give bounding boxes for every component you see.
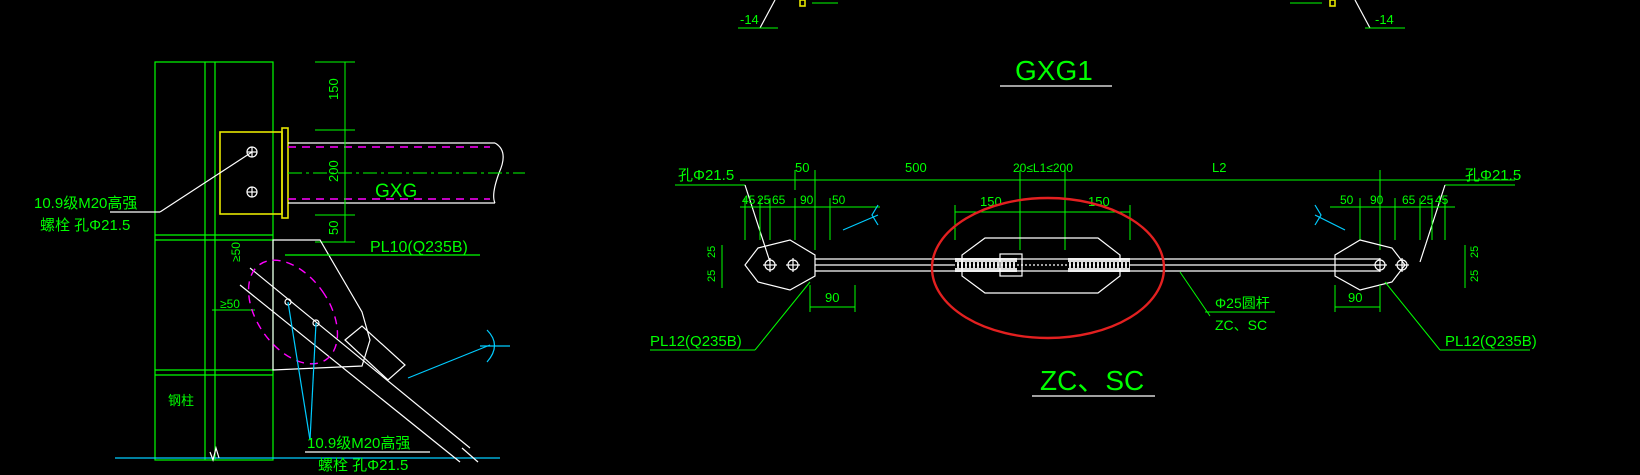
rod-label-line2: ZC、SC <box>1215 317 1267 333</box>
column-connection-detail: GXG 150 200 50 10.9级M20高强 螺栓 孔Φ21.5 PL10… <box>34 61 525 474</box>
dim-50-top: 50 <box>795 160 809 175</box>
dim-65-left: 65 <box>772 193 786 207</box>
dim-25-side-right-a: 25 <box>1469 246 1481 258</box>
dim-90-left: 90 <box>800 193 814 207</box>
dim-l1-range: 20≤L1≤200 <box>1013 161 1073 175</box>
bolt-note-top-line1: 10.9级M20高强 <box>34 195 137 212</box>
dim-45-left: 45 <box>742 193 756 207</box>
dim-25-left: 25 <box>757 193 771 207</box>
plate-label-left: PL12(Q235B) <box>650 333 742 350</box>
dim-65-right: 65 <box>1402 193 1416 207</box>
dim-25-side-left-a: 25 <box>706 246 718 258</box>
gxg1-detail: -14 -14 GXG1 <box>738 0 1405 87</box>
gusset-plate <box>272 239 371 371</box>
bolt-note-bottom-line2: 螺栓 孔Φ21.5 <box>318 457 408 474</box>
end-plate-left <box>744 239 816 291</box>
title-gxg1: GXG1 <box>1015 55 1093 86</box>
dim-50-left: 50 <box>832 193 846 207</box>
member-label-gxg: GXG <box>375 181 417 202</box>
weld-mark-right: -14 <box>1375 12 1394 27</box>
dim-25-side-right-b: 25 <box>1469 270 1481 282</box>
dim-90-right: 90 <box>1370 193 1384 207</box>
weld-mark-left: -14 <box>740 12 759 27</box>
dim-150-center-right: 150 <box>1088 194 1110 209</box>
dim-500: 500 <box>905 160 927 175</box>
dim-90-bottom-right: 90 <box>1348 290 1362 305</box>
title-zc-sc: ZC、SC <box>1040 365 1144 396</box>
plate-label-pl10: PL10(Q235B) <box>370 239 468 256</box>
bolt-note-bottom-line1: 10.9级M20高强 <box>307 435 410 452</box>
highlight-ellipse <box>247 259 339 365</box>
plate-label-right: PL12(Q235B) <box>1445 333 1537 350</box>
dim-45-right: 45 <box>1435 193 1449 207</box>
rod-label-line1: Φ25圆杆 <box>1215 295 1270 311</box>
dim-l2: L2 <box>1212 160 1226 175</box>
dim-25-side-left-b: 25 <box>706 270 718 282</box>
brace-rod-detail: 50 500 20≤L1≤200 L2 孔Φ21.5 孔Φ21.5 45 25 … <box>650 160 1537 397</box>
hole-label-right: 孔Φ21.5 <box>1465 167 1521 184</box>
column-label: 钢柱 <box>168 393 194 408</box>
callout-ellipse <box>930 196 1166 340</box>
dim-90-bottom-left: 90 <box>825 290 839 305</box>
dim-50: 50 <box>326 221 341 235</box>
dim-ge50-vertical: ≥50 <box>229 242 243 262</box>
dim-ge50-horizontal: ≥50 <box>220 297 240 311</box>
dim-25-right: 25 <box>1420 193 1434 207</box>
dim-50-right: 50 <box>1340 193 1354 207</box>
dim-150: 150 <box>326 78 341 100</box>
dim-200: 200 <box>326 160 341 182</box>
bolt-note-top-line2: 螺栓 孔Φ21.5 <box>40 217 130 234</box>
hole-label-left: 孔Φ21.5 <box>678 167 734 184</box>
